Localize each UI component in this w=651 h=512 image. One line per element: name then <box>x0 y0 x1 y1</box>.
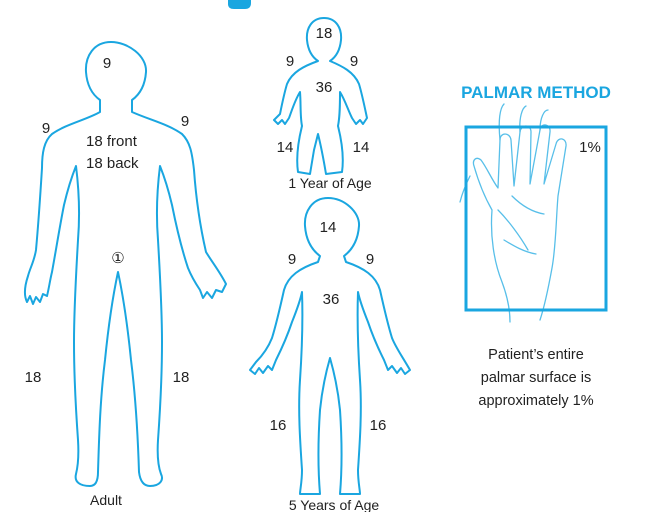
one-year-figure: 18 9 9 36 14 14 1 Year of Age <box>274 18 372 191</box>
five-years-right-arm-value: 9 <box>366 251 374 268</box>
adult-trunk-back-value: 18 back <box>86 155 139 172</box>
one-year-right-leg-value: 14 <box>353 139 370 156</box>
five-years-head-value: 14 <box>320 219 337 236</box>
five-years-left-leg-value: 16 <box>270 417 287 434</box>
palmar-title: PALMAR METHOD <box>461 83 611 102</box>
five-years-caption: 5 Years of Age <box>289 497 380 512</box>
one-year-left-leg-value: 14 <box>277 139 294 156</box>
one-year-right-arm-value: 9 <box>350 53 358 70</box>
palm-percent-value: 1% <box>579 139 601 156</box>
adult-right-leg-value: 18 <box>173 369 190 386</box>
heading-fragment <box>228 0 251 9</box>
adult-figure: 9 9 9 18 front 18 back ① 18 18 Adult <box>25 42 226 508</box>
one-year-trunk-value: 36 <box>316 79 333 96</box>
adult-body-outline <box>25 42 226 486</box>
hand-icon <box>460 104 566 322</box>
adult-head-value: 9 <box>103 55 111 72</box>
palmar-desc-line1: Patient’s entire <box>488 347 584 363</box>
adult-right-arm-value: 9 <box>181 113 189 130</box>
adult-left-leg-value: 18 <box>25 369 42 386</box>
adult-genital-value: ① <box>111 250 124 267</box>
one-year-head-value: 18 <box>316 25 333 42</box>
palmar-desc-line2: palmar surface is <box>481 370 591 386</box>
adult-left-arm-value: 9 <box>42 120 50 137</box>
adult-caption: Adult <box>90 492 122 508</box>
five-years-right-leg-value: 16 <box>370 417 387 434</box>
adult-trunk-front-value: 18 front <box>86 133 138 150</box>
one-year-left-arm-value: 9 <box>286 53 294 70</box>
palmar-method-panel: PALMAR METHOD 1% Patient’s entire palmar… <box>460 83 611 409</box>
five-years-figure: 14 9 9 36 16 16 5 Years of Age <box>250 198 410 512</box>
palmar-desc-line3: approximately 1% <box>478 393 593 409</box>
five-years-body-outline <box>250 198 410 494</box>
five-years-left-arm-value: 9 <box>288 251 296 268</box>
one-year-caption: 1 Year of Age <box>288 175 372 191</box>
five-years-trunk-value: 36 <box>323 291 340 308</box>
